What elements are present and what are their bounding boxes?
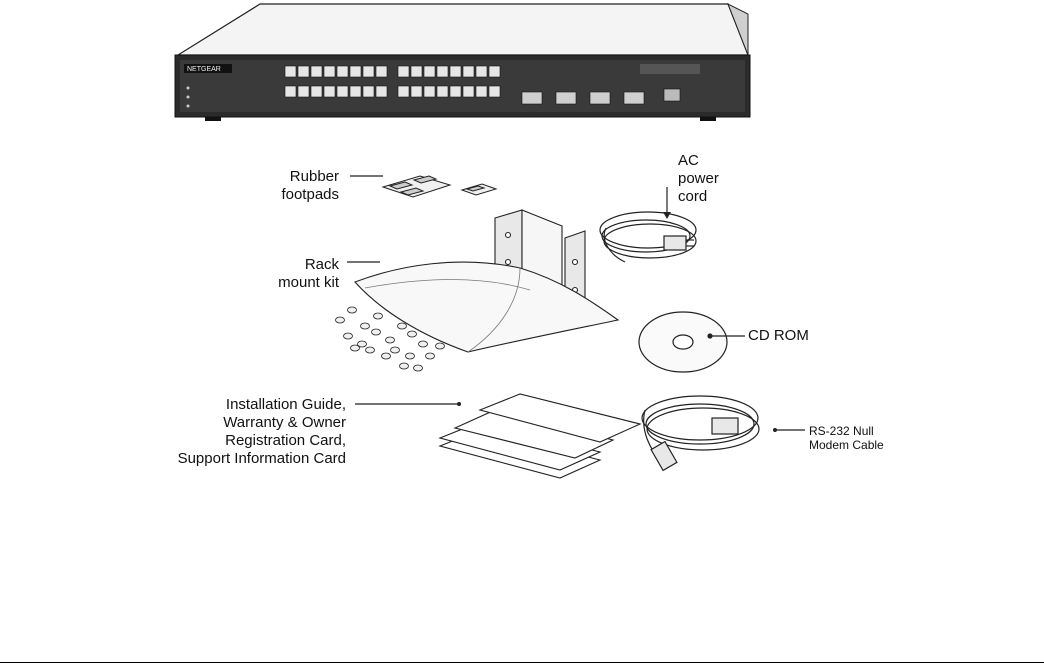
documents-label-line-2: Warranty & Owner bbox=[223, 414, 346, 431]
documents-label: Installation Guide, Warranty & Owner Reg… bbox=[120, 396, 346, 468]
rj45-port-icon bbox=[423, 65, 436, 78]
screw-icon bbox=[390, 346, 400, 354]
documents-label-line-3: Registration Card, bbox=[225, 432, 346, 449]
rj45-port-icon bbox=[362, 85, 375, 98]
ac-power-cord-illustration bbox=[599, 211, 697, 263]
rj45-port-icon bbox=[423, 85, 436, 98]
rj45-port-icon bbox=[397, 85, 410, 98]
screw-icon bbox=[407, 330, 417, 338]
screw-icon bbox=[405, 352, 415, 360]
rs232-label-line-2: Modem Cable bbox=[809, 438, 884, 452]
rj45-port-icon bbox=[375, 65, 388, 78]
screw-icon bbox=[365, 346, 375, 354]
screw-icon bbox=[385, 336, 395, 344]
ac-power-cord-label-line-3: cord bbox=[678, 188, 708, 205]
rj45-port-icon bbox=[449, 85, 462, 98]
ac-power-cord-label: AC power cord bbox=[678, 152, 719, 206]
rj45-port-icon bbox=[410, 65, 423, 78]
ac-power-cord-label-line-1: AC bbox=[678, 152, 699, 169]
rj45-port-icon bbox=[436, 65, 449, 78]
screw-icon bbox=[381, 352, 391, 360]
documents-label-line-1: Installation Guide, bbox=[225, 396, 346, 413]
screw-icon bbox=[335, 316, 345, 324]
rj45-port-icon bbox=[284, 65, 297, 78]
ac-power-cord-label-line-2: power bbox=[678, 170, 719, 187]
rj45-port-icon bbox=[488, 85, 501, 98]
screw-icon bbox=[357, 340, 367, 348]
documents-label-line-4: Support Information Card bbox=[177, 450, 346, 467]
screw-icon bbox=[350, 344, 360, 352]
brand-logo: NETGEAR bbox=[187, 66, 221, 73]
screw-icon bbox=[347, 306, 357, 314]
screw-icon bbox=[413, 364, 423, 372]
cd-rom-label: CD ROM bbox=[748, 327, 809, 345]
screw-icon bbox=[425, 352, 435, 360]
rj45-port-icon bbox=[375, 85, 388, 98]
rj45-port-icon bbox=[323, 85, 336, 98]
rj45-port-icon bbox=[462, 65, 475, 78]
rj45-port-icon bbox=[284, 85, 297, 98]
rj45-port-icon bbox=[349, 85, 362, 98]
cd-rom-label-text: CD ROM bbox=[748, 327, 809, 344]
rj45-port-icon bbox=[475, 85, 488, 98]
rj45-port-icon bbox=[436, 85, 449, 98]
rj45-port-icon bbox=[310, 85, 323, 98]
cd-rom-illustration bbox=[638, 311, 728, 373]
rj45-port-icon bbox=[488, 65, 501, 78]
rubber-footpads-illustration bbox=[381, 175, 498, 198]
switch-illustration: NETGEAR bbox=[174, 2, 751, 121]
rj45-port-icon bbox=[449, 65, 462, 78]
rj45-port-icon bbox=[397, 65, 410, 78]
rubber-footpads-label: Rubber footpads bbox=[235, 168, 339, 204]
rj45-port-icon bbox=[475, 65, 488, 78]
rj45-port-icon bbox=[336, 85, 349, 98]
rj45-port-icon bbox=[349, 65, 362, 78]
rj45-port-icon bbox=[323, 65, 336, 78]
rj45-port-icon bbox=[462, 85, 475, 98]
rs232-cable-illustration bbox=[641, 395, 760, 472]
screw-icon bbox=[397, 322, 407, 330]
bottom-rule bbox=[0, 662, 1044, 663]
rs232-label: RS-232 Null Modem Cable bbox=[809, 424, 884, 452]
screw-icon bbox=[399, 362, 409, 370]
rj45-port-icon bbox=[310, 65, 323, 78]
screw-icon bbox=[418, 340, 428, 348]
rack-mount-kit-label-line-2: mount kit bbox=[278, 274, 339, 291]
screws-illustration bbox=[335, 306, 445, 372]
screw-icon bbox=[360, 322, 370, 330]
screw-icon bbox=[371, 328, 381, 336]
documents-illustration bbox=[438, 393, 642, 479]
rj45-port-icon bbox=[297, 85, 310, 98]
rj45-port-icon bbox=[362, 65, 375, 78]
rj45-port-icon bbox=[410, 85, 423, 98]
screw-icon bbox=[343, 332, 353, 340]
rs232-label-line-1: RS-232 Null bbox=[809, 424, 874, 438]
rack-mount-kit-illustration bbox=[354, 209, 620, 353]
rack-mount-kit-label: Rack mount kit bbox=[235, 256, 339, 292]
rj45-port-icon bbox=[297, 65, 310, 78]
screw-icon bbox=[373, 312, 383, 320]
rubber-footpads-label-line-2: footpads bbox=[281, 186, 339, 203]
screw-icon bbox=[435, 342, 445, 350]
rj45-port-icon bbox=[336, 65, 349, 78]
rubber-footpads-label-line-1: Rubber bbox=[289, 168, 339, 185]
rack-mount-kit-label-line-1: Rack bbox=[304, 256, 339, 273]
